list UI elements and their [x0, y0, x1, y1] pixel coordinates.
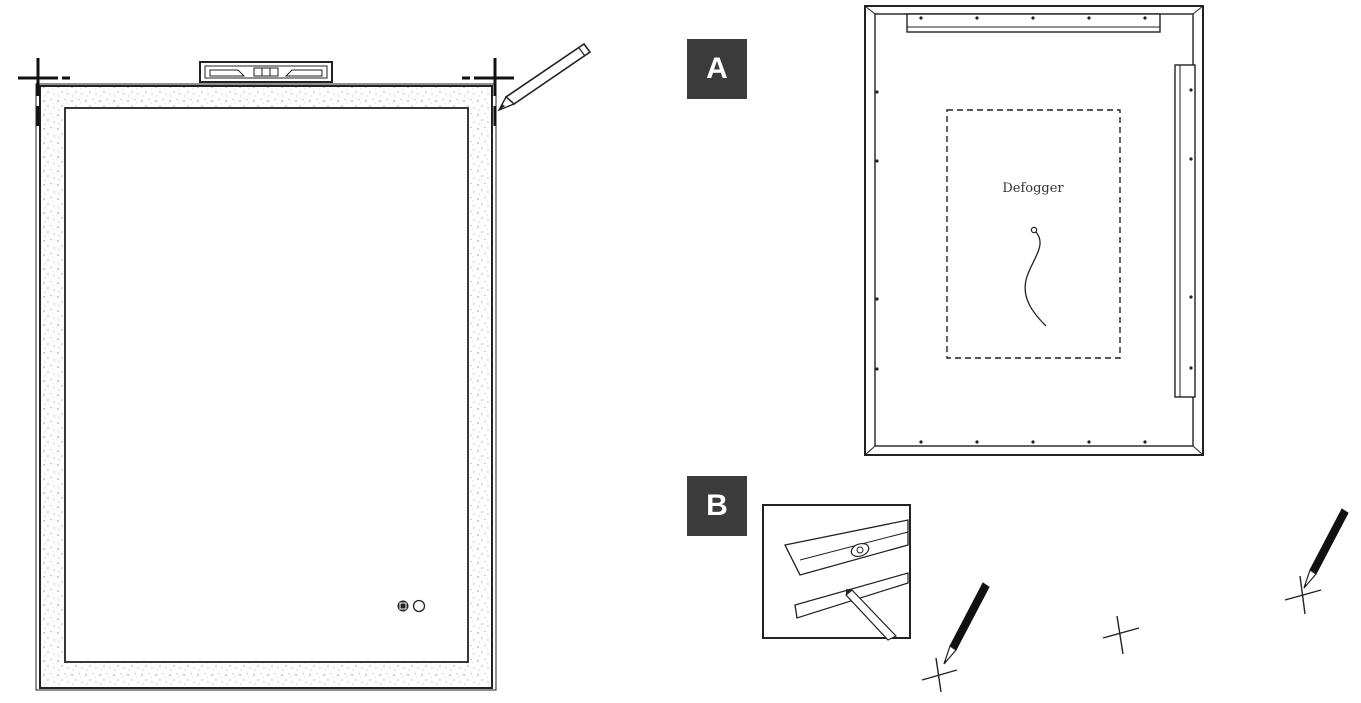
- crosshair-mark-icon: [462, 58, 514, 126]
- pencil-icon: [943, 582, 990, 665]
- mounting-bracket-icon: [1174, 64, 1196, 398]
- crosshair-mark-icon: [1102, 615, 1140, 655]
- crosshair-mark-icon: [921, 657, 958, 693]
- step-a-badge: A: [687, 39, 747, 99]
- pencil-icon: [845, 589, 897, 641]
- pencil-icon: [1303, 508, 1349, 589]
- spirit-level-icon: [199, 61, 333, 83]
- crosshair-mark-icon: [1284, 575, 1322, 615]
- defogger-wire-icon: [1024, 226, 1047, 327]
- mounting-bracket-icon: [906, 13, 1161, 33]
- bracket-detail-inset: [762, 504, 911, 641]
- touch-button-icon: [397, 599, 426, 613]
- step-b-badge: B: [687, 476, 747, 536]
- mirror-back-panel: Defogger: [864, 5, 1204, 456]
- defogger-label: Defogger: [1002, 181, 1064, 196]
- mirror-glass: [64, 107, 469, 663]
- pencil-icon: [497, 42, 592, 112]
- mirror-frame: [35, 83, 497, 691]
- crosshair-mark-icon: [18, 58, 70, 126]
